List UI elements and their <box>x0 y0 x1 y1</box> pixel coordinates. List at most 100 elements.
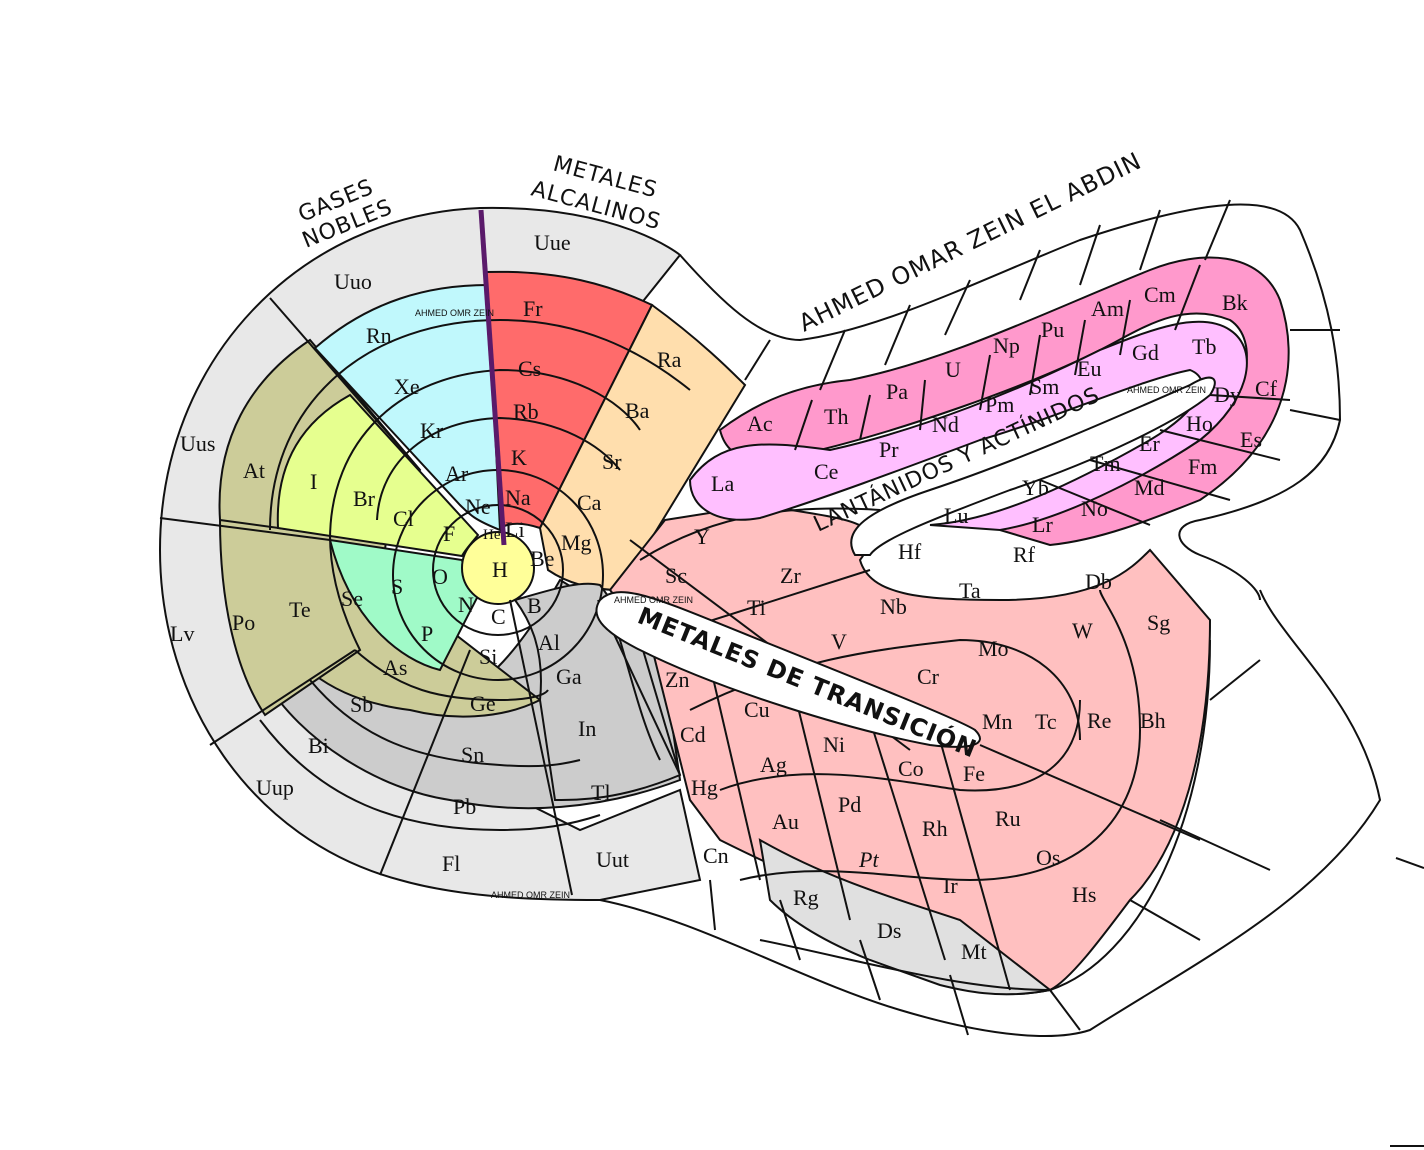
frame-tick <box>1129 899 1201 941</box>
element-dy: Dy <box>1214 382 1241 407</box>
element-co: Co <box>898 756 924 781</box>
frame-tick <box>1049 989 1081 1031</box>
wedge-alkaline-earth <box>538 303 747 592</box>
element-lr: Lr <box>1032 512 1053 537</box>
f-line <box>794 399 813 451</box>
element-zr: Zr <box>780 563 801 588</box>
element-in: In <box>578 716 596 741</box>
element-v: V <box>831 629 847 654</box>
f-line <box>1039 479 1151 526</box>
element-li: Li <box>505 517 525 542</box>
element-al: Al <box>538 630 560 655</box>
wedge-post-transition <box>513 582 682 802</box>
element-tb: Tb <box>1192 334 1216 359</box>
transition-gray-strip <box>758 838 1053 996</box>
frame-tick <box>1159 819 1271 871</box>
f-line <box>979 354 991 411</box>
element-te: Te <box>289 597 311 622</box>
tm-radial <box>709 664 761 881</box>
f-line <box>1089 459 1231 501</box>
main-disc <box>158 206 747 902</box>
element-rb: Rb <box>513 399 539 424</box>
element-np: Np <box>993 333 1020 358</box>
watermark: AHMED OMR ZEIN <box>491 890 570 900</box>
radial-line <box>159 517 331 541</box>
stray-mark <box>1395 857 1424 869</box>
element-uut: Uut <box>596 847 629 872</box>
ring-line-8 <box>259 719 601 832</box>
element-y: Y <box>694 524 710 549</box>
frame-tick <box>1289 409 1341 421</box>
watermarks: AHMED OMR ZEIN AHMED OMR ZEIN AHMED OMR … <box>415 308 1206 900</box>
frame-tick <box>1204 199 1231 261</box>
element-tc: Tc <box>1035 709 1057 734</box>
element-tl: Tl <box>591 780 611 805</box>
element-ba: Ba <box>625 398 650 423</box>
element-sn: Sn <box>461 742 484 767</box>
tm-line <box>759 639 1211 992</box>
radial-line <box>509 599 573 896</box>
element-bk: Bk <box>1222 290 1248 315</box>
tm-radial <box>869 719 946 961</box>
element-ge: Ge <box>470 691 496 716</box>
transition-label-strip <box>595 591 981 748</box>
element-sm: Sm <box>1030 374 1059 399</box>
frame-tick <box>949 974 969 1036</box>
frame-tick <box>884 304 911 366</box>
element-sb: Sb <box>350 692 373 717</box>
element-k: K <box>511 445 527 470</box>
frame-tick <box>1209 659 1261 701</box>
element-bh: Bh <box>1140 708 1166 733</box>
element-as: As <box>383 655 407 680</box>
element-er: Er <box>1139 431 1160 456</box>
element-nd: Nd <box>932 412 959 437</box>
f-block-white-strip <box>850 376 1216 556</box>
element-p: P <box>421 621 433 646</box>
element-n: N <box>458 592 474 617</box>
element-fm: Fm <box>1188 454 1217 479</box>
element-s: S <box>391 574 403 599</box>
frame-tick <box>1019 249 1041 301</box>
element-ra: Ra <box>657 347 682 372</box>
element-cf: Cf <box>1255 376 1278 401</box>
transition-outer-frame <box>599 589 1382 1037</box>
frame-tick <box>1079 224 1101 286</box>
element-mn: Mn <box>982 709 1013 734</box>
element-hf: Hf <box>898 539 922 564</box>
ring-line-3 <box>376 416 621 521</box>
lanthanide-band <box>688 320 1248 532</box>
element-nb: Nb <box>880 594 907 619</box>
f-line <box>1119 299 1131 356</box>
element-pa: Pa <box>886 379 908 404</box>
f-block-outer-frame <box>679 203 1342 601</box>
element-ni: Ni <box>823 732 845 757</box>
element-pr: Pr <box>879 437 899 462</box>
element-os: Os <box>1036 845 1060 870</box>
element-re: Re <box>1087 708 1111 733</box>
element-ho: Ho <box>1186 411 1213 436</box>
f-line <box>1174 264 1201 331</box>
element-he: He <box>483 527 501 543</box>
element-sr: Sr <box>602 449 622 474</box>
watermark: AHMED OMR ZEIN <box>415 308 494 318</box>
element-gd: Gd <box>1132 340 1159 365</box>
element-o: O <box>432 564 448 589</box>
element-si: Si <box>479 644 497 669</box>
tm-radial <box>794 694 851 921</box>
element-ga: Ga <box>556 664 582 689</box>
element-no: No <box>1081 496 1108 521</box>
frame-tick <box>944 279 971 336</box>
element-ta: Ta <box>959 578 981 603</box>
element-ar: Ar <box>445 461 469 486</box>
element-th: Th <box>824 404 848 429</box>
element-tm: Tm <box>1090 451 1121 476</box>
hydrogen-core <box>461 531 535 605</box>
element-na: Na <box>505 485 531 510</box>
wedge-metalloid-lower <box>218 518 362 717</box>
element-ir: Ir <box>943 873 958 898</box>
tm-radial <box>979 744 1201 841</box>
frame-tick <box>819 329 846 391</box>
f-line <box>1159 429 1281 461</box>
element-eu: Eu <box>1077 356 1101 381</box>
